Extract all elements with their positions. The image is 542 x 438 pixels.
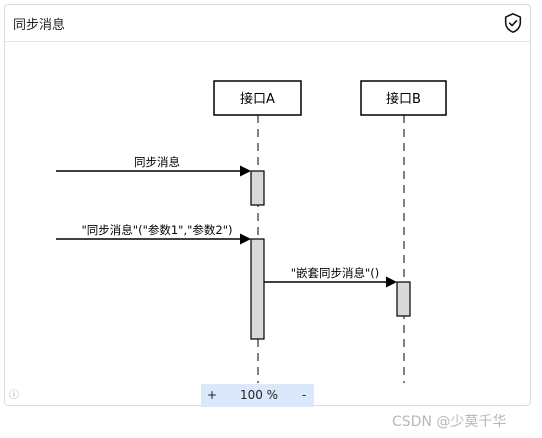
participant-box-b <box>360 80 447 116</box>
info-icon[interactable]: ⓘ <box>9 390 19 401</box>
sequence-diagram-canvas: 接口A 接口B 同步消息 "同步消息"("参数1","参数2") "嵌套同步消息… <box>5 41 532 383</box>
watermark: CSDN @少莫千华 <box>392 414 507 430</box>
activation-bar-a-2 <box>250 238 265 340</box>
message-label-1: 同步消息 <box>134 155 180 169</box>
message-arrowhead-3 <box>386 276 397 288</box>
sequence-diagram: 接口A 接口B 同步消息 "同步消息"("参数1","参数2") "嵌套同步消息… <box>56 80 447 383</box>
message-arrowhead-1 <box>240 165 251 177</box>
zoom-out-button[interactable]: - <box>301 388 307 402</box>
activation-bar-a-1 <box>250 170 265 206</box>
participant-box-a <box>213 80 302 116</box>
zoom-level: 100 % <box>239 388 279 402</box>
zoom-in-button[interactable]: + <box>206 388 218 402</box>
message-label-2: "同步消息"("参数1","参数2") <box>82 223 233 237</box>
message-arrowhead-2 <box>240 233 251 245</box>
zoom-control: + 100 % - <box>201 384 314 407</box>
shield-check-icon[interactable] <box>502 12 524 34</box>
participant-label-b: 接口B <box>386 91 421 107</box>
activation-bar-b-1 <box>396 281 411 317</box>
panel-title: 同步消息 <box>13 18 66 33</box>
panel-header: 同步消息 <box>5 5 530 42</box>
diagram-panel: 同步消息 接口A 接口B 同步消息 "同步消息 <box>4 4 532 407</box>
message-label-3: "嵌套同步消息"() <box>291 266 380 280</box>
participant-label-a: 接口A <box>240 91 275 107</box>
